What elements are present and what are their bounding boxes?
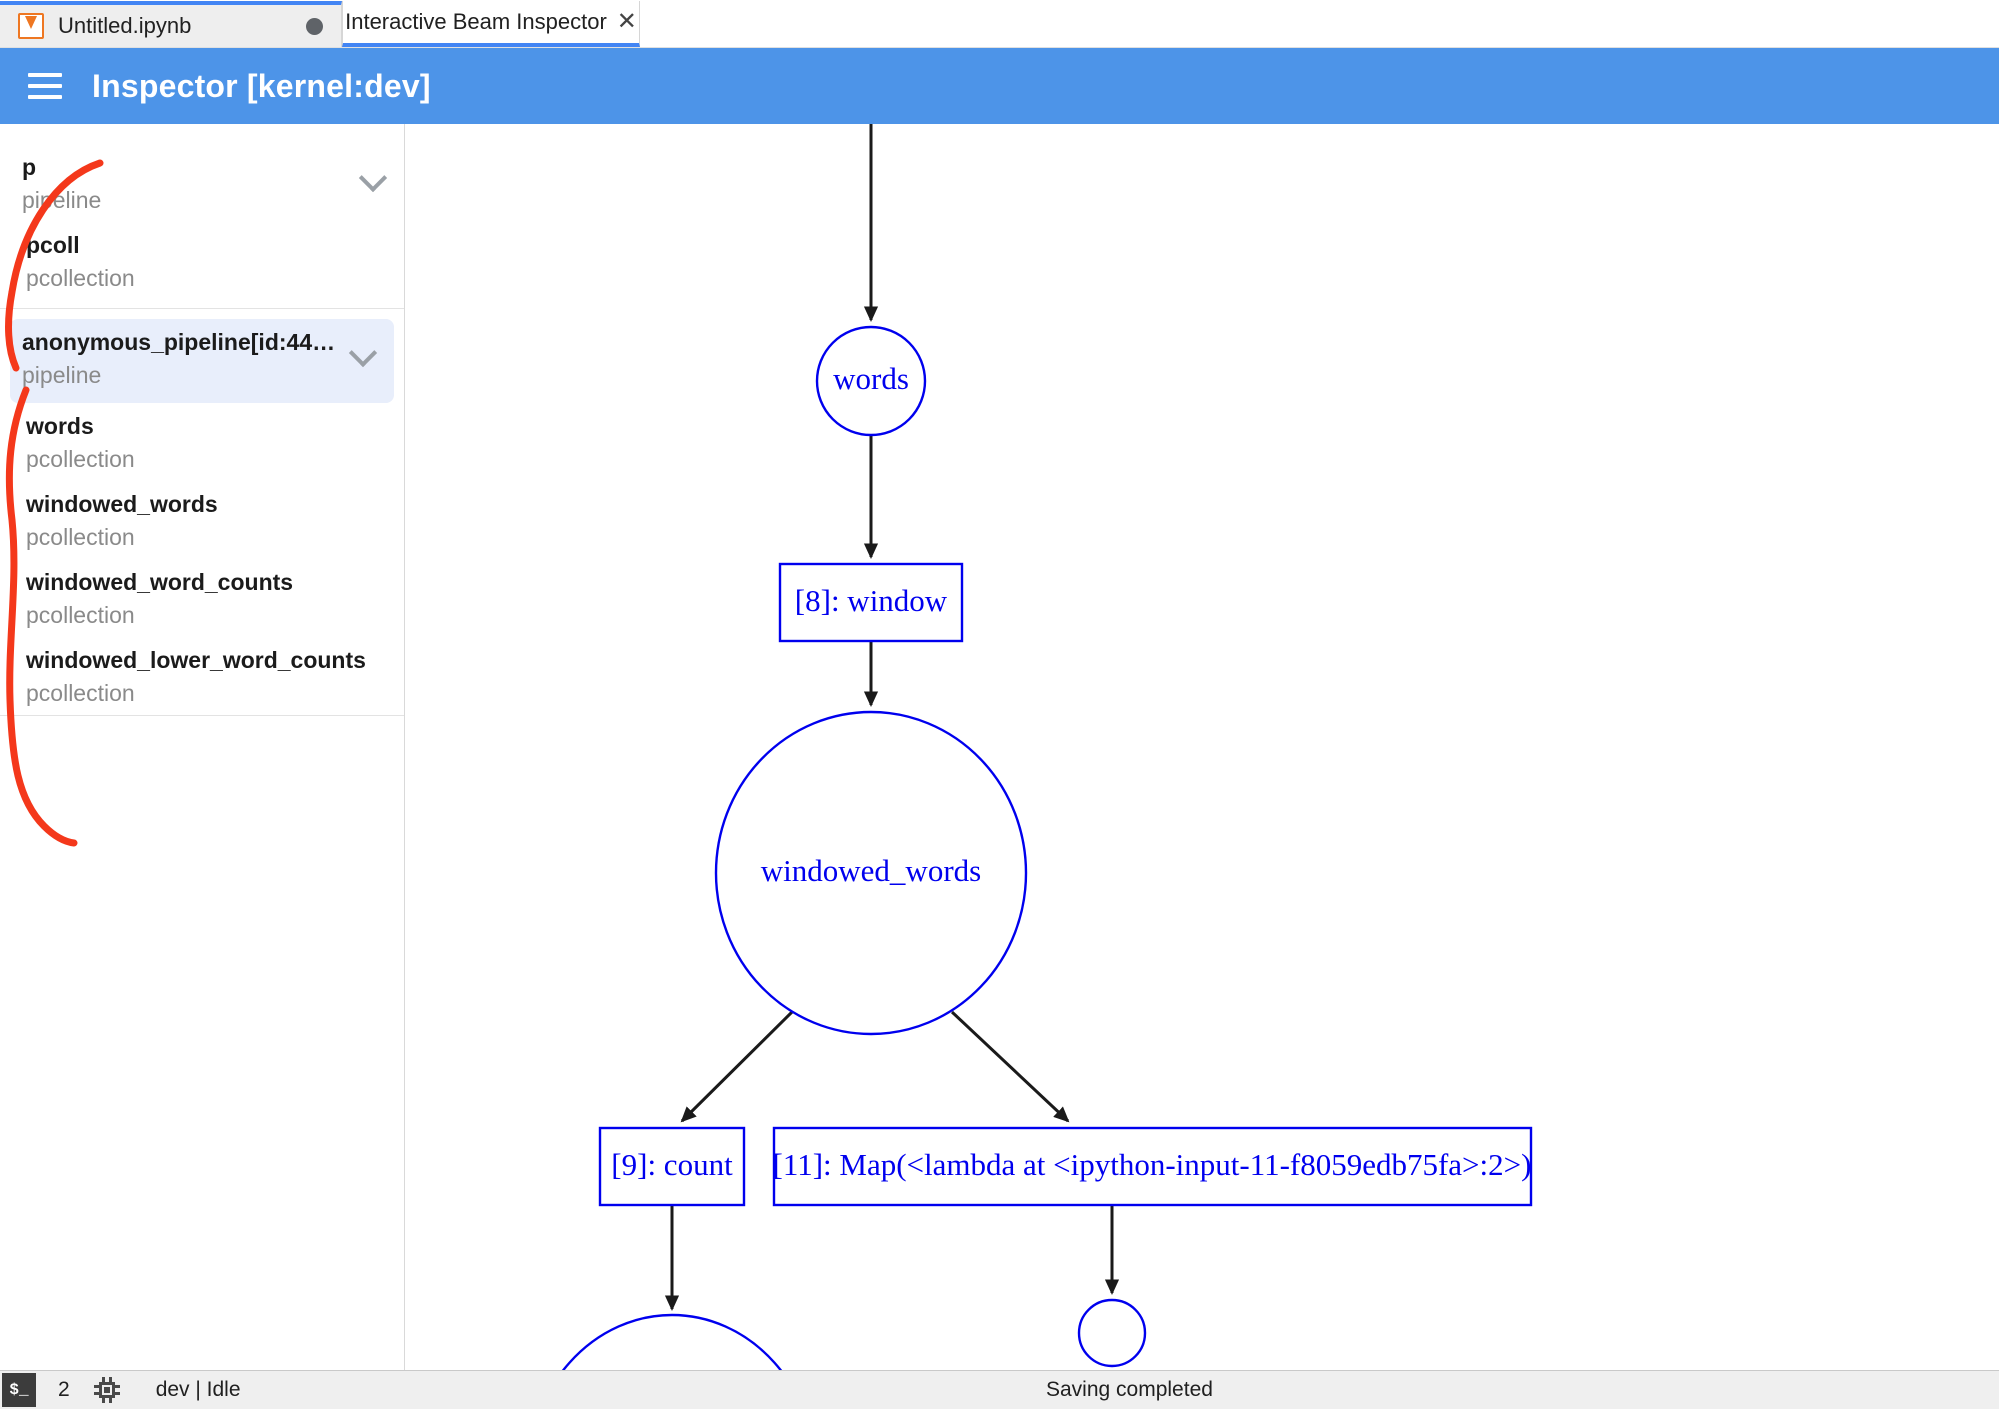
pipeline-graph-panel[interactable]: words [8]: window windowed_words [9]: co… — [406, 124, 1999, 1370]
edge-windowed-words-to-count — [680, 1010, 794, 1123]
sidebar-item-anonymous-pipeline[interactable]: anonymous_pipeline[id:44516… pipeline — [10, 319, 394, 403]
chevron-down-icon[interactable] — [346, 333, 380, 367]
sidebar-group-anonymous-pipeline: anonymous_pipeline[id:44516… pipeline wo… — [0, 308, 404, 715]
sidebar-group-empty — [0, 715, 404, 1215]
pipeline-graph-svg: words [8]: window windowed_words [9]: co… — [520, 124, 1533, 1370]
page-title: Inspector [kernel:dev] — [92, 67, 431, 104]
sidebar-item-label: windowed_lower_word_counts — [26, 647, 366, 673]
node-label: [8]: window — [795, 583, 948, 618]
sidebar-item-kind: pipeline — [22, 362, 102, 388]
sidebar-item-windowed-word-counts[interactable]: windowed_word_counts pcollection — [0, 559, 404, 637]
inspectable-list-sidebar[interactable]: p pipeline pcoll pcollection anonymous_p… — [0, 124, 405, 1370]
sidebar-item-label: p — [22, 154, 37, 180]
sidebar-item-words[interactable]: words pcollection — [0, 403, 404, 481]
graph-node-lower-word-counts[interactable] — [1077, 1298, 1147, 1368]
graph-node-map[interactable]: [11]: Map(<lambda at <ipython-input-11-f… — [773, 1126, 1533, 1207]
sidebar-item-kind: pcollection — [26, 602, 135, 628]
graph-node-count[interactable]: [9]: count — [598, 1126, 746, 1207]
graph-node-windowed-word-counts[interactable]: windowed_word_counts — [520, 1313, 825, 1370]
node-label: windowed_words — [761, 853, 981, 888]
tab-bar: Untitled.ipynb Interactive Beam Inspecto… — [0, 0, 1999, 48]
status-message: Saving completed — [1046, 1378, 1213, 1401]
edge-windowed-words-to-map — [950, 1010, 1070, 1123]
sidebar-item-kind: pcollection — [26, 524, 135, 550]
sidebar-group-p: p pipeline pcoll pcollection — [0, 124, 404, 308]
sidebar-item-kind: pipeline — [22, 187, 102, 213]
tab-label: Untitled.ipynb — [58, 13, 192, 38]
graph-node-windowed-words[interactable]: windowed_words — [714, 710, 1028, 1036]
sidebar-item-label: pcoll — [26, 232, 80, 258]
node-label: [9]: count — [611, 1147, 733, 1182]
sidebar-item-windowed-lower-word-counts[interactable]: windowed_lower_word_counts pcollection — [0, 637, 404, 715]
sidebar-item-windowed-words[interactable]: windowed_words pcollection — [0, 481, 404, 559]
notebook-icon — [18, 13, 44, 39]
hamburger-icon[interactable] — [28, 73, 62, 99]
node-label: words — [833, 361, 909, 396]
sidebar-item-pcoll[interactable]: pcoll pcollection — [0, 222, 404, 308]
terminal-count[interactable]: 2 — [58, 1378, 70, 1401]
sidebar-item-label: words — [26, 413, 94, 439]
sidebar-item-p[interactable]: p pipeline — [0, 124, 404, 222]
sidebar-item-kind: pcollection — [26, 446, 135, 472]
chip-icon[interactable] — [93, 1377, 120, 1403]
sidebar-item-label: anonymous_pipeline[id:44516… — [22, 329, 346, 355]
graph-edges — [664, 124, 1120, 1311]
status-bar: $_ 2 dev | Idle Saving completed — [0, 1370, 1999, 1409]
node-label: [11]: Map(<lambda at <ipython-input-11-f… — [773, 1147, 1532, 1182]
chevron-down-icon[interactable] — [356, 158, 390, 192]
kernel-status[interactable]: dev | Idle — [155, 1378, 241, 1401]
tab-label: Interactive Beam Inspector — [345, 9, 607, 34]
sidebar-item-kind: pcollection — [26, 265, 135, 291]
close-icon[interactable]: ✕ — [616, 8, 637, 35]
graph-node-window[interactable]: [8]: window — [778, 562, 964, 643]
terminal-icon[interactable]: $_ — [2, 1373, 36, 1407]
tab-interactive-beam-inspector[interactable]: Interactive Beam Inspector ✕ — [342, 1, 640, 47]
sidebar-item-label: windowed_word_counts — [26, 569, 294, 595]
unsaved-indicator-icon[interactable] — [306, 17, 323, 35]
tab-untitled-ipynb[interactable]: Untitled.ipynb — [0, 1, 342, 47]
inspector-header: Inspector [kernel:dev] — [0, 48, 1999, 124]
sidebar-item-kind: pcollection — [26, 680, 135, 706]
sidebar-item-label: windowed_words — [26, 491, 218, 517]
graph-node-words[interactable]: words — [815, 325, 927, 437]
